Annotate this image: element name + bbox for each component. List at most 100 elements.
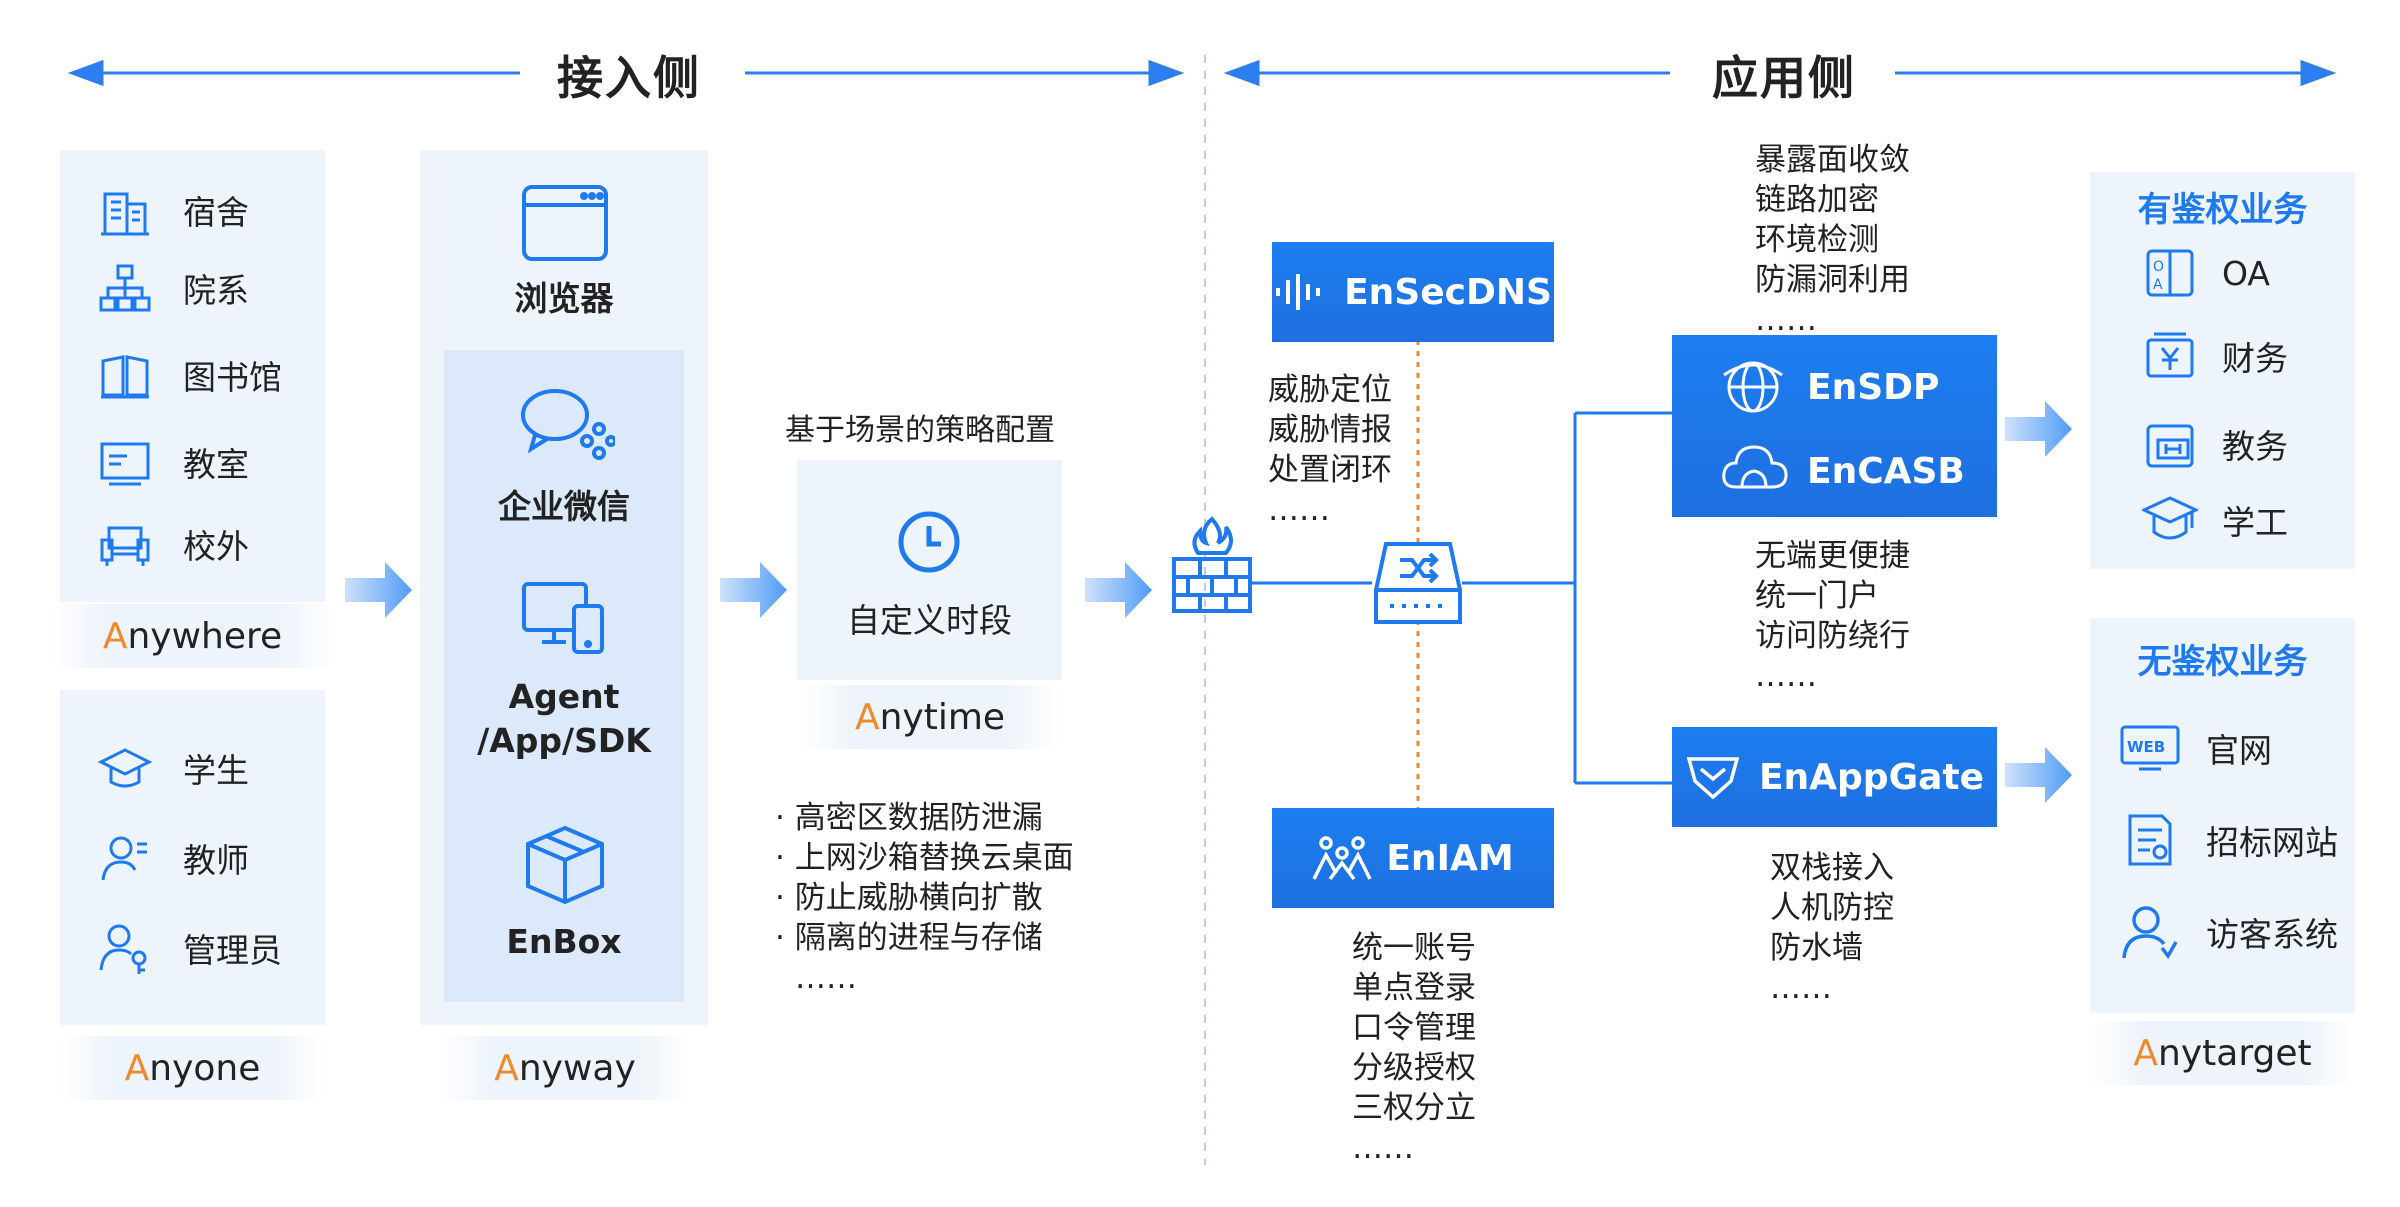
browser-icon	[520, 183, 610, 267]
sofa-icon	[95, 514, 155, 574]
list-item: 单点登录	[1352, 970, 1476, 1006]
list-item: 访客系统	[2118, 902, 2338, 962]
list-item: 图书馆	[95, 345, 282, 405]
enappgate-features: 双栈接入 人机防控 防水墙 ……	[1770, 848, 1894, 1008]
enappgate-label: EnAppGate	[1758, 756, 1985, 798]
clock-icon	[895, 508, 963, 580]
left-header-arrow	[67, 59, 1185, 87]
wechat-work-label: 企业微信	[498, 487, 630, 526]
list-item: · 隔离的进程与存储	[775, 920, 1043, 956]
teacher-icon	[95, 828, 155, 888]
biz-label: 官网	[2206, 731, 2272, 770]
biz-label: 访客系统	[2206, 915, 2338, 954]
list-item: 三权分立	[1352, 1090, 1476, 1126]
tag-rest: nytarget	[2158, 1032, 2312, 1074]
access-side-header: 接入侧	[557, 51, 701, 105]
biz-label: 财务	[2222, 339, 2288, 378]
graduation-cap-icon	[95, 738, 155, 798]
book-icon	[95, 345, 155, 405]
encasb-label: EnCASB	[1807, 451, 1965, 492]
location-label: 院系	[183, 271, 249, 310]
list-ellipsis: ……	[1755, 302, 1817, 338]
globe-icon	[1720, 357, 1786, 421]
list-item: WEB 官网	[2118, 718, 2272, 778]
tag-rest: nytime	[879, 696, 1006, 738]
auth-biz-title: 有鉴权业务	[2137, 190, 2308, 230]
list-item: 教室	[95, 432, 249, 492]
devices-icon	[520, 578, 610, 662]
student-affairs-icon	[2140, 490, 2200, 550]
list-item: 分级授权	[1352, 1050, 1476, 1086]
list-item: 教务	[2140, 414, 2288, 474]
list-ellipsis: ……	[1268, 492, 1330, 528]
list-item: 防水墙	[1770, 930, 1863, 966]
ensdp-label: EnSDP	[1807, 367, 1940, 408]
list-item: 处置闭环	[1268, 452, 1392, 488]
tag-initial: A	[102, 615, 128, 657]
svg-text:WEB: WEB	[2127, 738, 2165, 756]
svg-text:O: O	[2153, 259, 2164, 275]
list-item: 访问防绕行	[1755, 618, 1910, 654]
list-ellipsis: ……	[1770, 970, 1832, 1006]
eniam-box: EnIAM	[1272, 808, 1554, 908]
list-item: 环境检测	[1755, 222, 1879, 258]
list-item: 威胁定位	[1268, 372, 1392, 408]
app-side-header: 应用侧	[1712, 51, 1856, 105]
biz-label: 招标网站	[2206, 823, 2338, 862]
list-item: 无端更便捷	[1755, 538, 1910, 574]
list-item: · 高密区数据防泄漏	[775, 800, 1043, 836]
firewall-icon	[1170, 515, 1254, 619]
list-item: 暴露面收敛	[1755, 142, 1910, 178]
tag-rest: nywhere	[127, 615, 283, 657]
right-header-arrow	[1223, 59, 2337, 87]
list-item: · 上网沙箱替换云桌面	[775, 840, 1074, 876]
list-item: 学生	[95, 738, 249, 798]
role-label: 学生	[183, 751, 249, 790]
tag-rest: nyone	[149, 1047, 261, 1089]
signal-bars-icon	[1276, 274, 1321, 310]
custom-period-label: 自定义时段	[847, 601, 1012, 640]
tag-initial: A	[124, 1047, 150, 1089]
list-ellipsis: ……	[795, 960, 857, 996]
ensecdns-label: EnSecDNS	[1344, 271, 1552, 313]
biz-label: OA	[2222, 253, 2270, 293]
list-item: 威胁情报	[1268, 412, 1392, 448]
svg-text:A: A	[2153, 277, 2163, 293]
ensecdns-features: 威胁定位 威胁情报 处置闭环 ……	[1268, 370, 1392, 530]
tag-initial: A	[854, 696, 880, 738]
org-chart-icon	[95, 258, 155, 318]
anyone-panel	[60, 690, 325, 1025]
list-item: 链路加密	[1755, 182, 1879, 218]
admin-key-icon	[95, 918, 155, 978]
list-item: 统一门户	[1755, 578, 1879, 614]
wechat-work-icon	[515, 385, 617, 469]
cloud-icon	[1720, 441, 1790, 499]
ensdp-top-features: 暴露面收敛 链路加密 环境检测 防漏洞利用 ……	[1755, 140, 1910, 340]
role-label: 管理员	[183, 931, 282, 970]
finance-icon	[2140, 326, 2200, 386]
bidding-doc-icon	[2118, 810, 2182, 870]
shield-icon	[1686, 757, 1740, 800]
tag-initial: A	[2133, 1032, 2159, 1074]
browser-label: 浏览器	[514, 279, 614, 318]
location-label: 校外	[183, 527, 249, 566]
list-item: · 防止威胁横向扩散	[775, 880, 1043, 916]
auth-biz-panel	[2090, 172, 2355, 569]
switch-icon	[1372, 540, 1464, 630]
enappgate-box: EnAppGate	[1672, 727, 1997, 827]
location-label: 教室	[183, 445, 249, 484]
list-item: 双栈接入	[1770, 850, 1894, 886]
flow-arrow	[345, 401, 2072, 803]
policy-caption: 基于场景的策略配置	[785, 413, 1055, 448]
list-item: 教师	[95, 828, 249, 888]
list-item: 人机防控	[1770, 890, 1894, 926]
list-item: 招标网站	[2118, 810, 2338, 870]
list-ellipsis: ……	[1755, 658, 1817, 694]
box-icon	[522, 822, 608, 912]
